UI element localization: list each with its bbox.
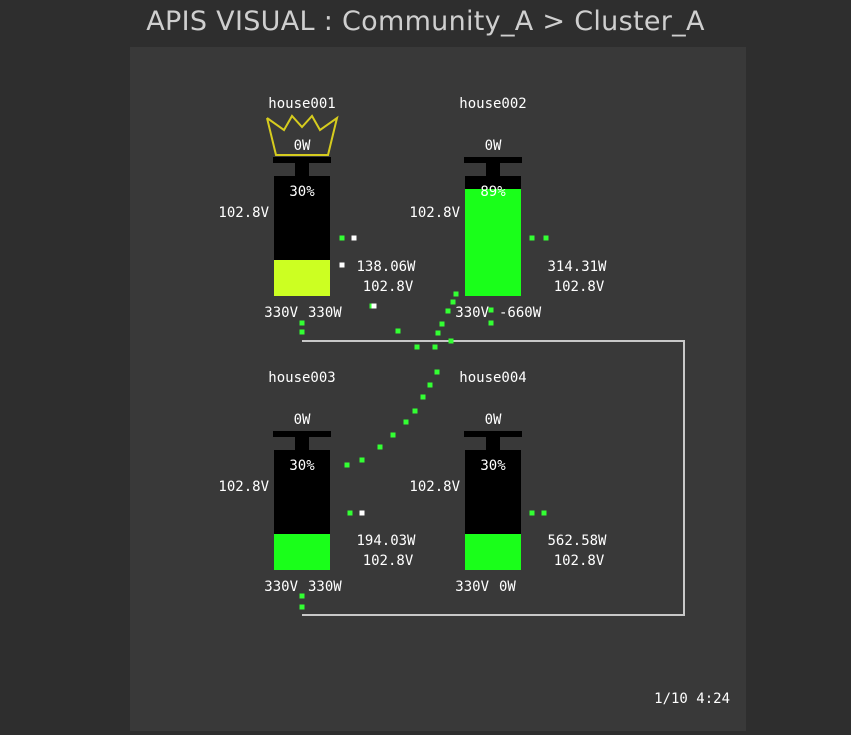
left-voltage-value: 102.8V	[409, 205, 460, 221]
flow-dot	[299, 604, 305, 610]
flow-dot	[339, 235, 345, 241]
flow-dot	[414, 344, 420, 350]
grid-bus-line	[302, 340, 685, 616]
bottom-voltage-value: 330V	[455, 579, 489, 595]
flow-dot	[445, 308, 451, 314]
flow-dot	[453, 291, 459, 297]
flow-dot	[299, 593, 305, 599]
right-power-value: 562.58W	[547, 533, 607, 549]
battery-terminal-post	[486, 437, 500, 450]
flow-dot	[450, 299, 456, 305]
flow-dot	[347, 510, 353, 516]
flow-dot	[359, 510, 365, 516]
battery-terminal-post	[295, 163, 309, 176]
flow-dot	[377, 444, 383, 450]
flow-dot	[359, 457, 365, 463]
bottom-voltage-value: 330V	[264, 305, 298, 321]
visualization-panel: house001 0W 30% 102.8V 138.06W 102.8V 330V 330W…	[130, 47, 746, 731]
top-power-value: 0W	[485, 412, 502, 428]
left-voltage-value: 102.8V	[218, 205, 269, 221]
bottom-power-value: 330W	[308, 579, 342, 595]
house-unit-house002[interactable]: house002 0W 89% 102.8V 314.31W 102.8V 330V -660…	[409, 96, 607, 321]
flow-dot	[488, 307, 494, 313]
battery-terminal-plate	[464, 431, 522, 437]
right-voltage-value: 102.8V	[363, 279, 414, 295]
flow-dot	[448, 338, 454, 344]
battery-fill	[465, 189, 521, 296]
house-name-label: house002	[459, 96, 526, 112]
battery-fill	[274, 260, 330, 296]
right-voltage-value: 102.8V	[363, 553, 414, 569]
battery-terminal-plate	[273, 431, 331, 437]
flow-dot	[351, 235, 357, 241]
flow-dot	[541, 510, 547, 516]
house-unit-house004[interactable]: house004 0W 30% 102.8V 562.58W 102.8V 330V 0W	[409, 370, 607, 595]
battery-terminal-post	[295, 437, 309, 450]
bottom-power-value: 0W	[499, 579, 516, 595]
right-power-value: 194.03W	[356, 533, 416, 549]
flow-dot	[299, 320, 305, 326]
house-name-label: house004	[459, 370, 526, 386]
flow-dot	[434, 369, 440, 375]
battery-percent-label: 89%	[480, 184, 506, 200]
flow-dot	[412, 408, 418, 414]
flow-dot	[420, 394, 426, 400]
left-voltage-value: 102.8V	[409, 479, 460, 495]
right-power-value: 138.06W	[356, 259, 416, 275]
clock-readout: 1/10 4:24	[654, 691, 730, 707]
flow-dot	[390, 432, 396, 438]
top-power-value: 0W	[294, 412, 311, 428]
bottom-voltage-value: 330V	[264, 579, 298, 595]
flow-dot	[403, 419, 409, 425]
grid-visualization: house001 0W 30% 102.8V 138.06W 102.8V 330V 330W…	[218, 96, 685, 616]
battery-terminal-plate	[273, 157, 331, 163]
right-voltage-value: 102.8V	[554, 553, 605, 569]
battery-terminal-plate	[464, 157, 522, 163]
flow-dot	[488, 320, 494, 326]
flow-dot	[344, 462, 350, 468]
flow-dot	[299, 329, 305, 335]
house-name-label: house001	[268, 96, 335, 112]
house-name-label: house003	[268, 370, 335, 386]
battery-percent-label: 30%	[289, 458, 315, 474]
flow-dot	[427, 382, 433, 388]
bottom-power-value: 330W	[308, 305, 342, 321]
left-voltage-value: 102.8V	[218, 479, 269, 495]
flow-dot	[529, 510, 535, 516]
power-flow-dots	[299, 235, 549, 610]
battery-percent-label: 30%	[289, 184, 315, 200]
flow-dot	[529, 235, 535, 241]
page-title: APIS VISUAL : Community_A > Cluster_A	[146, 6, 705, 37]
battery-fill	[274, 534, 330, 570]
bottom-voltage-value: 330V	[455, 305, 489, 321]
right-power-value: 314.31W	[547, 259, 607, 275]
flow-dot	[435, 330, 441, 336]
flow-dot	[371, 303, 377, 309]
battery-fill	[465, 534, 521, 570]
flow-dot	[543, 235, 549, 241]
right-voltage-value: 102.8V	[554, 279, 605, 295]
battery-terminal-post	[486, 163, 500, 176]
flow-dot	[395, 328, 401, 334]
battery-percent-label: 30%	[480, 458, 506, 474]
house-unit-house003[interactable]: house003 0W 30% 102.8V 194.03W 102.8V 330V 330W	[218, 370, 416, 595]
flow-dot	[439, 321, 445, 327]
crown-icon	[266, 114, 339, 156]
bottom-power-value: -660W	[499, 305, 542, 321]
flow-dot	[339, 262, 345, 268]
flow-dot	[432, 344, 438, 350]
top-power-value: 0W	[294, 138, 311, 154]
house-unit-house001[interactable]: house001 0W 30% 102.8V 138.06W 102.8V 330V 330W	[218, 96, 416, 321]
top-power-value: 0W	[485, 138, 502, 154]
